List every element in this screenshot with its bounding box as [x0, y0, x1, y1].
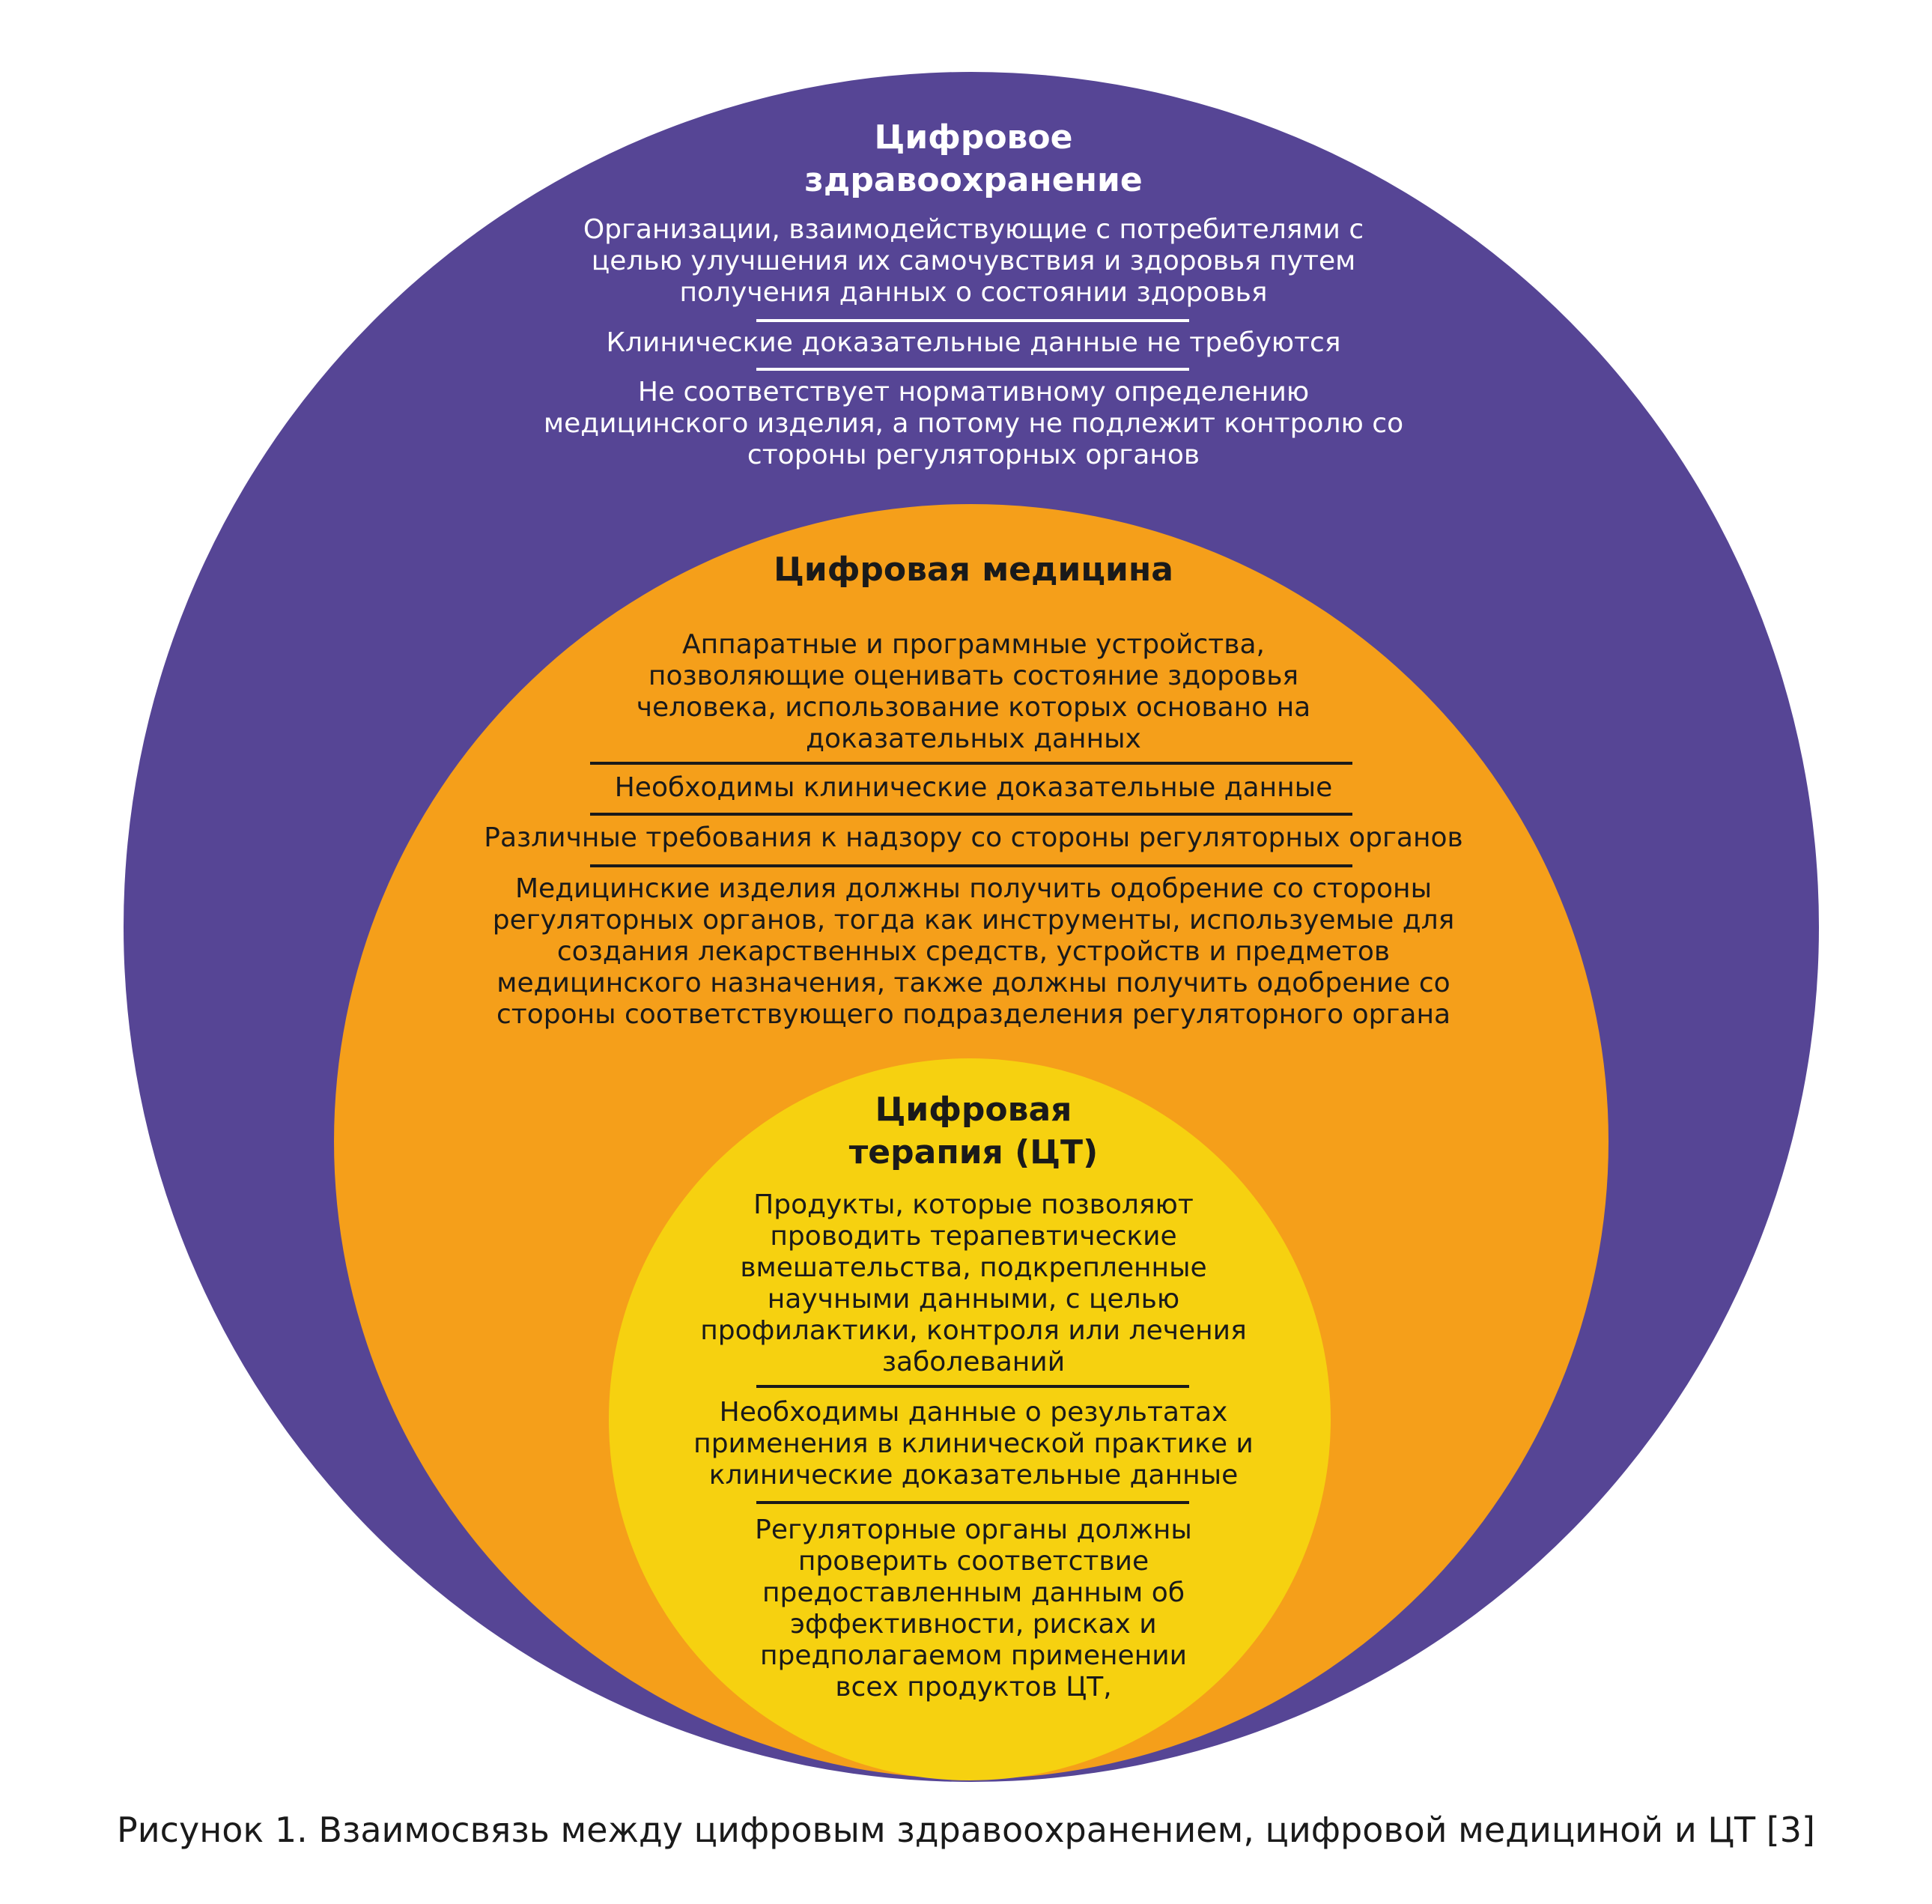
digital-health-text-3: Не соответствует нормативному определени… — [543, 377, 1404, 470]
digital-medicine-divider-1 — [590, 762, 1352, 765]
figure-caption: Рисунок 1. Взаимосвязь между цифровым зд… — [117, 1810, 1815, 1850]
digital-health-divider-2 — [756, 368, 1189, 371]
digital-therapeutics-text-2: Необходимы данные о результатах применен… — [693, 1397, 1254, 1491]
digital-health-text-2: Клинические доказательные данные не треб… — [606, 327, 1341, 358]
digital-therapeutics-divider-1 — [756, 1385, 1189, 1388]
digital-therapeutics-circle — [609, 1058, 1331, 1780]
digital-health-text-1: Организации, взаимодействующие с потреби… — [583, 214, 1364, 308]
digital-therapeutics-title: Цифровая терапия (ЦТ) — [848, 1091, 1099, 1171]
digital-health-divider-1 — [756, 319, 1189, 322]
digital-medicine-text-2: Необходимы клинические доказательные дан… — [614, 772, 1333, 803]
digital-therapeutics-divider-2 — [756, 1501, 1189, 1504]
digital-therapeutics-text-1: Продукты, которые позволяют проводить те… — [700, 1189, 1247, 1377]
digital-medicine-divider-2 — [590, 813, 1352, 816]
digital-health-title: Цифровое здравоохранение — [804, 118, 1143, 199]
digital-medicine-text-1: Аппаратные и программные устройства, поз… — [636, 629, 1311, 754]
digital-medicine-title: Цифровая медицина — [774, 551, 1173, 589]
digital-therapeutics-text-3: Регуляторные органы должны проверить соо… — [755, 1515, 1192, 1703]
digital-medicine-text-4: Медицинские изделия должны получить одоб… — [492, 873, 1455, 1030]
digital-medicine-divider-3 — [590, 864, 1352, 867]
digital-medicine-text-3: Различные требования к надзору со сторон… — [484, 822, 1463, 853]
